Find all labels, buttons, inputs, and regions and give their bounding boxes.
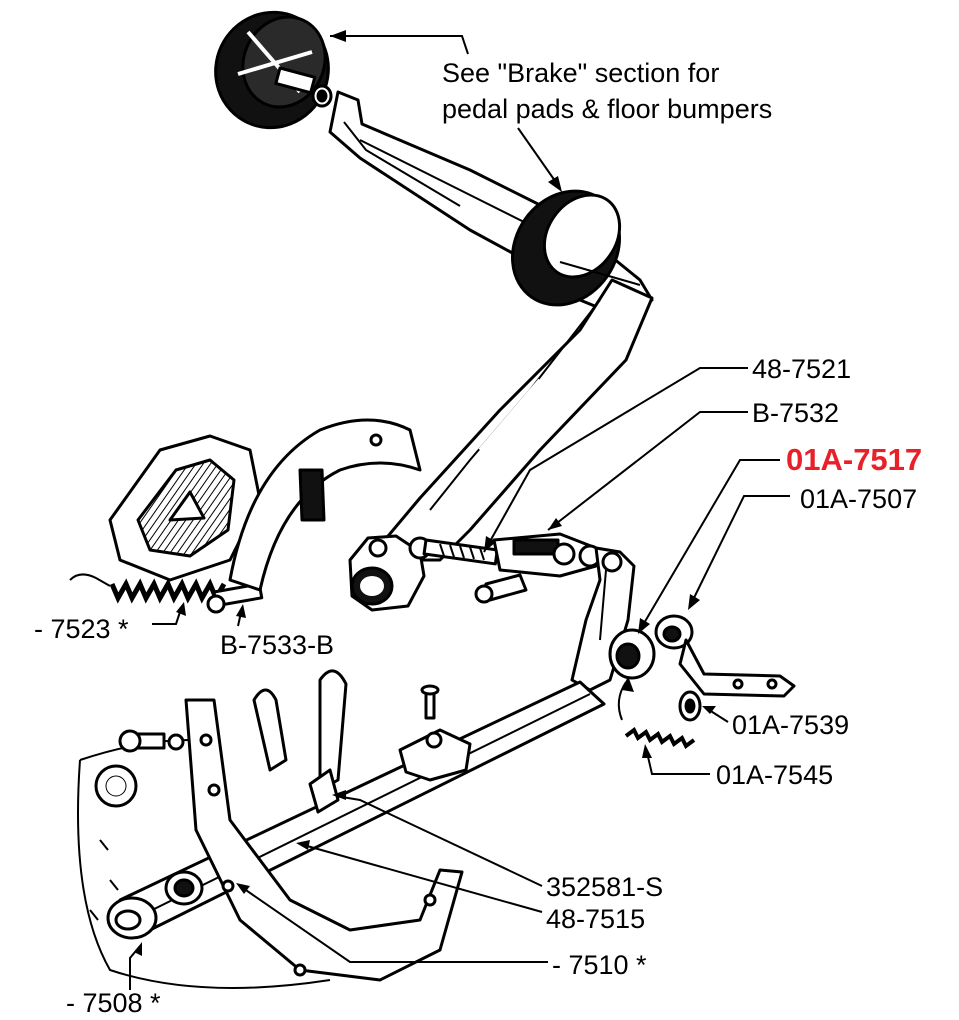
transmission-housing [77, 729, 331, 989]
label-48-7515: 48-7515 [546, 904, 645, 934]
release-fork [184, 669, 464, 982]
shaft-clevis [398, 684, 472, 782]
bushing-01A-7517 [608, 628, 656, 680]
label-48-7521: 48-7521 [752, 354, 851, 384]
pedal-bracket-flange [228, 418, 422, 592]
equalizer-lever [570, 546, 636, 692]
parts-artwork [69, 10, 796, 989]
label-01A-7507: 01A-7507 [800, 484, 917, 514]
label-01A-7517-highlighted: 01A-7517 [786, 442, 922, 477]
label-01A-7545: 01A-7545 [716, 760, 833, 790]
bracket-01A-7507 [654, 614, 796, 698]
label-352581-S: 352581-S [546, 872, 663, 902]
floor-bumper [511, 189, 641, 307]
note-line-2: pedal pads & floor bumpers [442, 94, 772, 124]
return-spring-7523 [69, 573, 227, 604]
note-line-1: See "Brake" section for [442, 58, 719, 88]
label-7508: - 7508 * [66, 988, 161, 1018]
floor-plate [108, 434, 262, 582]
pedal-pad [214, 10, 333, 130]
label-B-7532: B-7532 [752, 398, 839, 428]
spring-01A-7545 [624, 726, 696, 750]
label-7523: - 7523 * [34, 614, 129, 644]
label-7510: - 7510 * [552, 950, 647, 980]
adjusting-rod-clevis [422, 532, 602, 604]
washer-01A-7539 [678, 690, 702, 722]
label-B-7533-B: B-7533-B [220, 630, 334, 660]
pedal-shank [376, 278, 654, 562]
pedal-hub [348, 534, 432, 612]
label-01A-7539: 01A-7539 [732, 710, 849, 740]
cross-shaft-48-7515 [106, 680, 606, 940]
leader-lines [129, 30, 790, 990]
callout-labels: See "Brake" section for pedal pads & flo… [34, 58, 922, 1018]
